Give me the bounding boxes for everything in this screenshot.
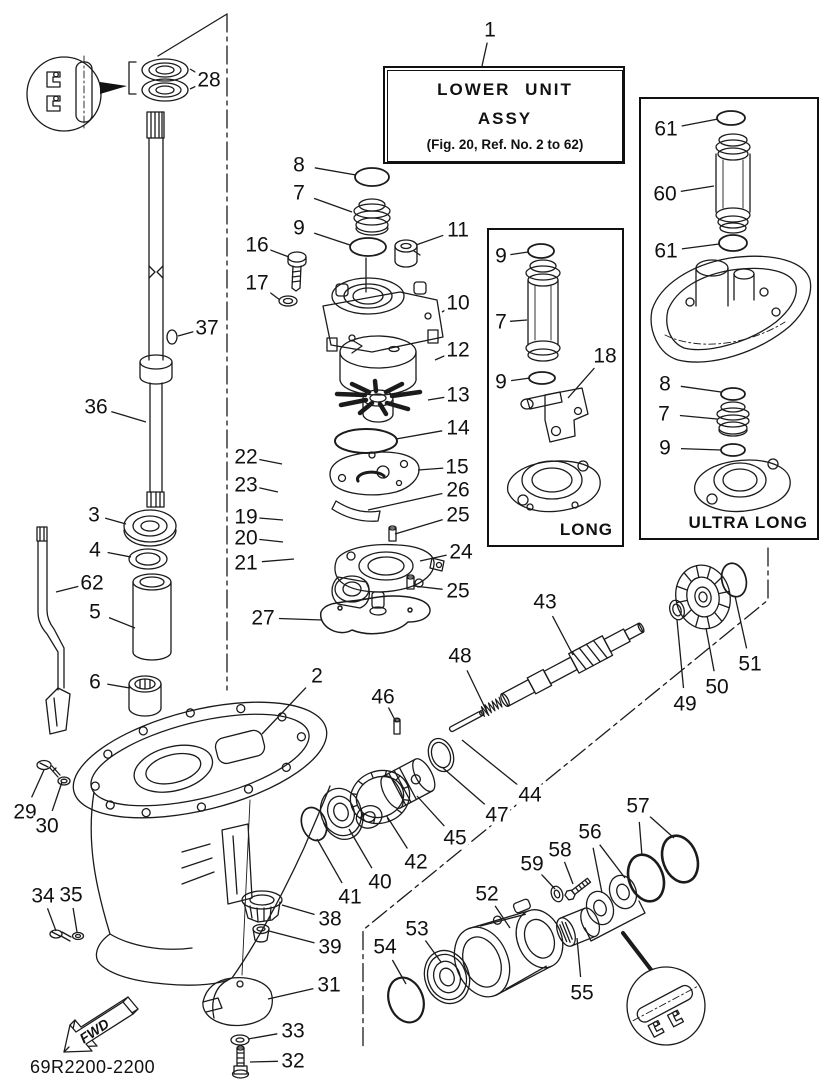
callout-7: 7	[493, 310, 509, 334]
callout-62: 62	[78, 571, 106, 595]
callout-46: 46	[369, 685, 397, 709]
callout-51: 51	[736, 652, 764, 676]
callout-42: 42	[402, 850, 430, 874]
callout-32: 32	[279, 1049, 307, 1073]
callout-16: 16	[243, 233, 271, 257]
callout-20: 20	[232, 526, 260, 550]
callout-53: 53	[403, 917, 431, 941]
callout-29: 29	[11, 800, 39, 824]
ultra-long-variant-box: ULTRA LONG	[639, 97, 819, 540]
title-box: LOWER UNIT ASSY (Fig. 20, Ref. No. 2 to …	[383, 66, 625, 164]
callout-21: 21	[232, 551, 260, 575]
callout-34: 34	[29, 884, 57, 908]
callout-35: 35	[57, 883, 85, 907]
callout-15: 15	[443, 455, 471, 479]
ultra-long-variant-label: ULTRA LONG	[686, 513, 810, 533]
callout-9: 9	[657, 436, 673, 460]
callout-7: 7	[291, 181, 307, 205]
callout-30: 30	[33, 814, 61, 838]
callout-61: 61	[652, 117, 680, 141]
callout-44: 44	[516, 783, 544, 807]
callout-23: 23	[232, 473, 260, 497]
callout-50: 50	[703, 675, 731, 699]
callout-54: 54	[371, 935, 399, 959]
callout-25: 25	[444, 503, 472, 527]
callout-7: 7	[656, 402, 672, 426]
callout-52: 52	[473, 882, 501, 906]
callout-56: 56	[576, 820, 604, 844]
callout-55: 55	[568, 981, 596, 1005]
callout-57: 57	[624, 794, 652, 818]
long-variant-box: LONG	[487, 228, 624, 547]
callout-18: 18	[591, 344, 619, 368]
callout-11: 11	[445, 218, 471, 242]
callout-60: 60	[651, 182, 679, 206]
callout-26: 26	[444, 478, 472, 502]
callout-43: 43	[531, 590, 559, 614]
callout-49: 49	[671, 692, 699, 716]
callout-6: 6	[87, 670, 103, 694]
callout-45: 45	[441, 826, 469, 850]
callout-8: 8	[291, 153, 307, 177]
callout-9: 9	[493, 244, 509, 268]
callout-14: 14	[444, 416, 472, 440]
title-line-2: ASSY	[477, 108, 533, 128]
callout-8: 8	[657, 372, 673, 396]
callout-36: 36	[82, 395, 110, 419]
callout-2: 2	[309, 664, 325, 688]
callout-1: 1	[482, 18, 498, 42]
callout-41: 41	[336, 885, 364, 909]
title-box-inner: LOWER UNIT ASSY (Fig. 20, Ref. No. 2 to …	[387, 70, 623, 162]
callout-37: 37	[193, 316, 221, 340]
callout-10: 10	[444, 291, 472, 315]
callout-9: 9	[493, 370, 509, 394]
drawing-code: 69R2200-2200	[30, 1057, 156, 1077]
callout-59: 59	[518, 852, 546, 876]
callout-13: 13	[444, 383, 472, 407]
callout-22: 22	[232, 445, 260, 469]
title-line-3: (Fig. 20, Ref. No. 2 to 62)	[426, 137, 584, 153]
long-variant-label: LONG	[557, 520, 615, 540]
callout-47: 47	[483, 803, 511, 827]
callout-3: 3	[86, 503, 102, 527]
title-line-1: LOWER UNIT	[437, 79, 573, 99]
callout-48: 48	[446, 644, 474, 668]
callout-58: 58	[546, 838, 574, 862]
callout-24: 24	[447, 540, 475, 564]
callout-19: 19	[232, 505, 260, 529]
callout-27: 27	[249, 606, 277, 630]
callout-33: 33	[279, 1019, 307, 1043]
callout-25: 25	[444, 579, 472, 603]
callout-39: 39	[316, 935, 344, 959]
callout-31: 31	[315, 973, 343, 997]
callout-38: 38	[316, 907, 344, 931]
callout-4: 4	[87, 538, 103, 562]
callout-17: 17	[243, 271, 271, 295]
callout-5: 5	[87, 600, 103, 624]
callout-61: 61	[652, 239, 680, 263]
callout-28: 28	[195, 68, 223, 92]
callout-40: 40	[366, 870, 394, 894]
callout-9: 9	[291, 216, 307, 240]
callout-12: 12	[444, 338, 472, 362]
